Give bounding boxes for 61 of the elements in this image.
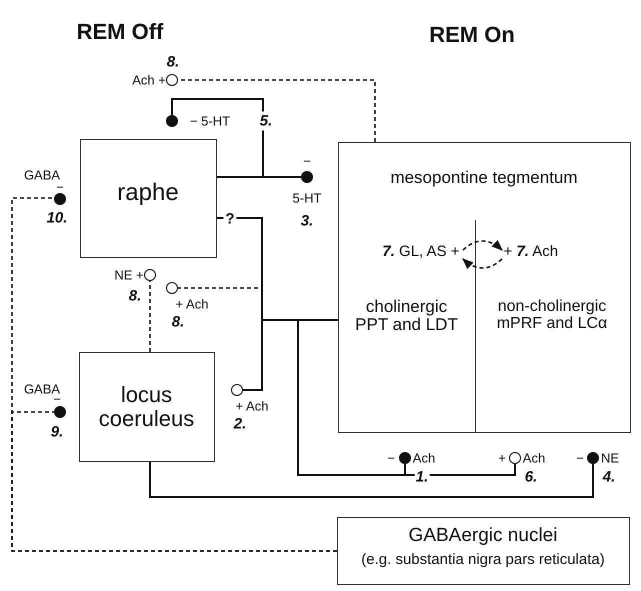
synapse-label: − <box>53 392 61 406</box>
synapse-label: GABA <box>24 168 60 182</box>
synapse-terminal-filled <box>54 406 66 418</box>
brain-region-box <box>79 352 215 462</box>
synapse-label: 8. <box>172 314 184 330</box>
synapse-label: 6. <box>524 470 538 484</box>
brain-region-box <box>337 517 630 585</box>
synapse-label: 9. <box>50 424 64 440</box>
synapse-terminal-filled <box>301 171 313 183</box>
column-heading: REM Off <box>76 19 164 45</box>
synapse-terminal-filled <box>399 452 411 464</box>
synapse-terminal-filled <box>54 193 66 205</box>
synapse-terminal-open <box>231 384 243 396</box>
synapse-terminal-open <box>166 74 178 86</box>
synapse-label: − <box>303 154 311 168</box>
synapse-label: 10. <box>46 210 68 226</box>
synapse-label: − <box>56 180 64 194</box>
region-name: GABAergic nuclei <box>408 526 558 547</box>
synapse-label: + Ach <box>176 298 208 310</box>
synapse-label: Ach <box>522 452 546 464</box>
synapse-label: − <box>576 452 584 464</box>
column-heading: REM On <box>429 22 515 48</box>
synapse-terminal-open <box>166 282 178 294</box>
synapse-label: 5-HT <box>292 192 322 204</box>
region-name: mesopontine tegmentum <box>389 169 579 188</box>
region-name: cholinergic PPT and LDT <box>354 298 459 335</box>
synapse-label: 3. <box>300 214 314 228</box>
synapse-label: − <box>387 452 395 464</box>
region-name: raphe <box>116 180 180 206</box>
synapse-terminal-open <box>144 269 156 281</box>
synapse-terminal-filled <box>166 115 178 127</box>
connector-line <box>149 462 594 498</box>
synapse-label: + <box>498 452 506 464</box>
brain-region-box <box>338 142 631 433</box>
synapse-label: NE + <box>114 268 144 282</box>
connector-line <box>462 258 503 269</box>
region-name: (e.g. substantia nigra pars reticulata) <box>360 552 606 568</box>
synapse-terminal-open <box>509 452 521 464</box>
connector-line <box>297 319 516 476</box>
connector-line <box>171 98 264 178</box>
region-name: non-cholinergic mPRF and LCα <box>496 298 608 333</box>
transmitter-note: + 7. Ach <box>504 244 560 260</box>
synapse-label: NE <box>600 452 620 464</box>
synapse-label: − 5-HT <box>190 114 230 128</box>
synapse-label: + Ach <box>236 400 268 412</box>
synapse-label: 2. <box>234 416 246 432</box>
connector-line <box>462 240 503 251</box>
synapse-label: Ach + <box>132 74 166 86</box>
transmitter-note: 7. GL, AS + <box>381 244 460 260</box>
synapse-label: 5. <box>258 112 274 130</box>
synapse-label: 4. <box>602 470 616 484</box>
synapse-label: 8. <box>128 288 142 304</box>
synapse-terminal-filled <box>587 452 599 464</box>
connector-line <box>149 281 151 352</box>
brain-region-box <box>80 139 217 258</box>
synapse-label: Ach <box>412 452 436 464</box>
connector-line <box>178 79 376 142</box>
connector-line <box>11 411 337 552</box>
synapse-label: 8. <box>166 54 180 70</box>
region-name: locus coeruleus <box>98 383 196 432</box>
synapse-label: GABA <box>24 382 60 396</box>
